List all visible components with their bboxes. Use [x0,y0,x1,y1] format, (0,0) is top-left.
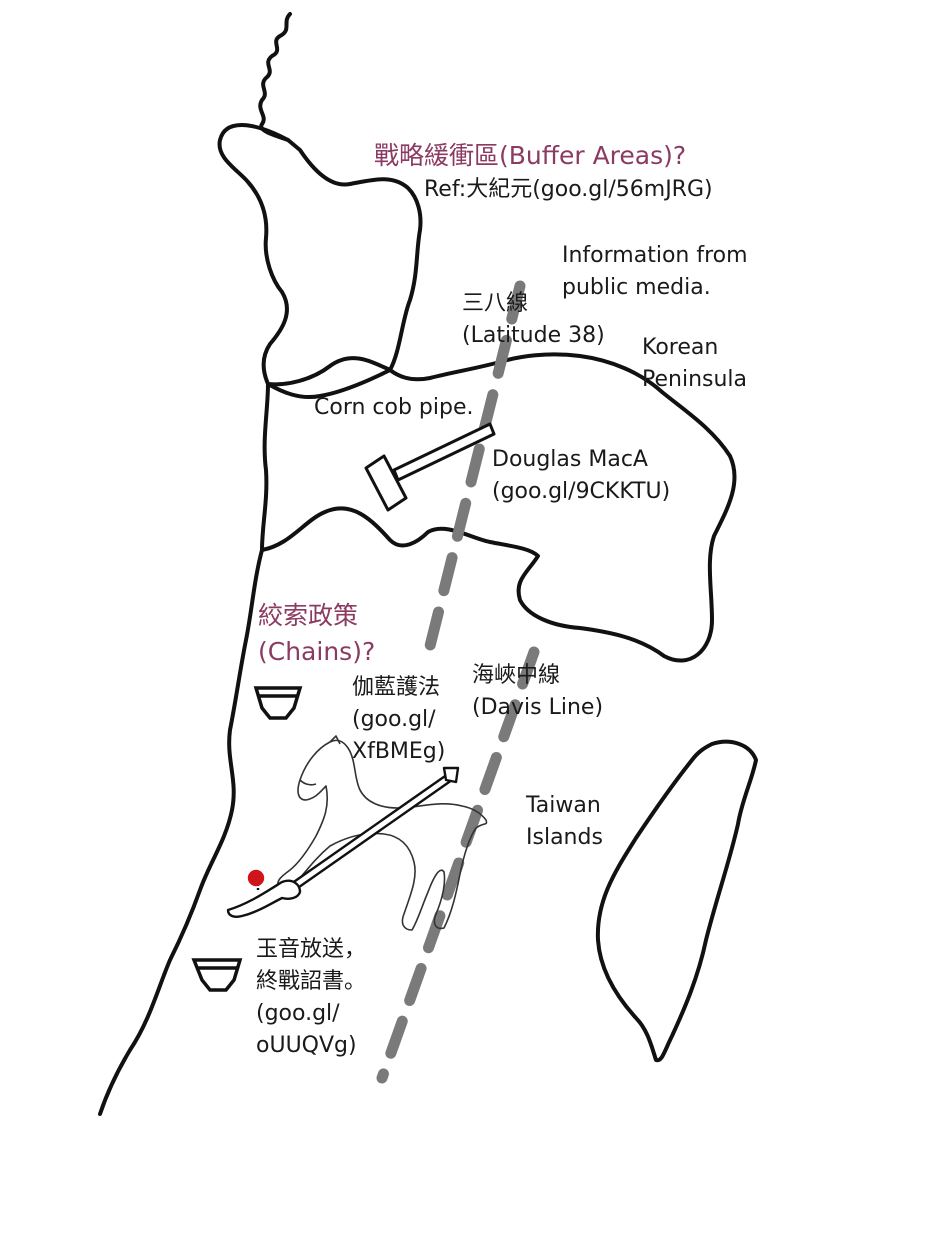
broadcast-label-line-2: 終戰詔書。 [256,969,367,994]
korea-label: Korean Peninsula [642,332,747,396]
info-source-line-2: public media. [562,275,711,300]
corn-cob-pipe-icon [364,422,496,512]
broadcast-label: 玉音放送， 終戰詔書。 (goo.gl/ oUUQVg) [256,934,366,1062]
chains-title-line-1: 絞索政策 [258,601,359,630]
buffer-areas-title: 戰略緩衝區(Buffer Areas)? [374,141,687,170]
macarthur-label-line-1: Douglas MacA [492,447,648,472]
cup-icon [253,686,303,720]
taiwan-label-line-1: Taiwan [526,793,601,818]
davis-line-label: 海峽中線 (Davis Line) [472,660,603,724]
davis-line-label-line-2: (Davis Line) [472,695,604,720]
broadcast-label-line-1: 玉音放送， [256,937,367,962]
china-coastline [98,548,264,1116]
korea-landmass-outline [217,123,423,387]
korea-label-line-1: Korean [642,335,719,360]
macarthur-label: Douglas MacA (goo.gl/9CKKTU) [492,444,670,508]
pipe-label: Corn cob pipe. [314,395,474,420]
davis-line-label-line-1: 海峽中線 [472,663,561,688]
korea-peninsula-outline [260,352,737,663]
davis-median-line [376,646,540,1084]
latitude-38-label-line-1: 三八線 [462,291,529,316]
river-squiggle [258,12,292,142]
korea-label-line-2: Peninsula [642,367,748,392]
chains-title: 絞索政策 (Chains)? [258,598,375,670]
garan-label-line-2: (goo.gl/ [352,707,436,732]
latitude-38-label-line-2: (Latitude 38) [462,323,605,348]
taiwan-label-line-2: Islands [526,825,603,850]
taiwan-island-outline [595,739,758,1063]
garan-label: 伽藍護法 (goo.gl/ XfBMEg) [352,672,445,768]
latitude-38-label: 三八線 (Latitude 38) [462,288,605,352]
latitude-38-line [420,280,526,668]
garan-label-line-3: XfBMEg) [352,739,446,764]
guandao-blade-icon [226,766,460,918]
chains-title-line-2: (Chains)? [258,637,376,666]
buffer-areas-reference: Ref:大紀元(goo.gl/56mJRG) [424,177,713,202]
cup-icon [191,958,243,992]
garan-label-line-1: 伽藍護法 [352,675,441,700]
horse-icon [276,735,488,931]
macarthur-label-line-2: (goo.gl/9CKKTU) [492,479,671,504]
broadcast-label-line-3: (goo.gl/ [256,1001,340,1026]
info-source-line-1: Information from [562,243,748,268]
taiwan-label: Taiwan Islands [526,790,603,854]
broadcast-label-line-4: oUUQVg) [256,1033,357,1058]
info-source-note: Information from public media. [562,240,748,304]
